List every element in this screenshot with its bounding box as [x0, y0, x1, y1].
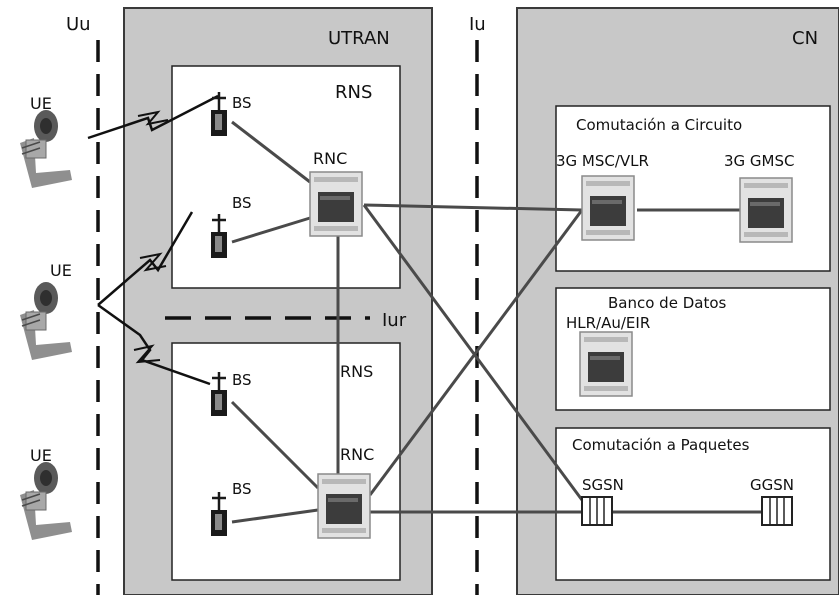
sgsn-icon	[581, 496, 613, 526]
ue-3-icon	[19, 461, 73, 541]
ue-2-label: UE	[50, 261, 72, 280]
base-station-1-icon	[209, 90, 229, 138]
cn-label: CN	[792, 28, 818, 49]
ggsn-label: GGSN	[750, 476, 794, 494]
link-bs1-rnc1	[231, 120, 311, 184]
iur-label: Iur	[382, 310, 407, 331]
database-title: Banco de Datos	[608, 294, 727, 312]
base-station-4-icon	[209, 490, 229, 538]
hlr-icon	[579, 331, 633, 397]
radio-bolt-3	[133, 344, 161, 364]
gmsc-label: 3G GMSC	[724, 152, 795, 170]
link-rnc1-sgsn	[362, 204, 584, 501]
bs-1-label: BS	[232, 94, 252, 112]
connection-lines	[230, 120, 762, 524]
msc-vlr-label: 3G MSC/VLR	[556, 152, 649, 170]
packet-switch-title: Comutación a Paquetes	[572, 436, 750, 454]
gmsc-icon	[739, 177, 793, 243]
ue-3-label: UE	[30, 446, 52, 465]
ggsn-icon	[761, 496, 793, 526]
link-bs2-rnc1	[231, 216, 311, 244]
msc-vlr-icon	[581, 175, 635, 241]
bs-3-label: BS	[232, 371, 252, 389]
rns-top-label: RNS	[335, 82, 372, 103]
radio-bolt-2	[139, 252, 167, 272]
radio-link-ue2-bs2	[97, 211, 194, 306]
rns-bottom-label: RNS	[340, 362, 373, 381]
link-rnc2-msc	[368, 209, 584, 496]
iu-label: Iu	[469, 14, 486, 35]
rnc-top-label: RNC	[313, 149, 347, 168]
radio-bolt-1	[137, 110, 169, 126]
uu-label: Uu	[66, 14, 91, 35]
rnc-bottom-label: RNC	[340, 445, 374, 464]
ue-1-icon	[19, 109, 73, 189]
link-bs4-rnc2	[231, 508, 319, 524]
link-rnc1-msc	[363, 203, 583, 212]
base-station-2-icon	[209, 212, 229, 260]
hlr-label: HLR/Au/EIR	[566, 314, 650, 332]
rns-bottom-box	[171, 342, 401, 581]
circuit-switch-title: Comutación a Circuito	[576, 116, 742, 134]
rnc-top-icon	[309, 171, 363, 237]
bs-4-label: BS	[232, 480, 252, 498]
bs-2-label: BS	[232, 194, 252, 212]
ue-1-label: UE	[30, 94, 52, 113]
base-station-3-icon	[209, 370, 229, 418]
ue-2-icon	[19, 281, 73, 361]
utran-label: UTRAN	[328, 28, 390, 49]
sgsn-label: SGSN	[582, 476, 624, 494]
radio-link-ue2-bs3	[97, 303, 211, 386]
link-bs3-rnc2	[230, 400, 320, 490]
rnc-bottom-icon	[317, 473, 371, 539]
